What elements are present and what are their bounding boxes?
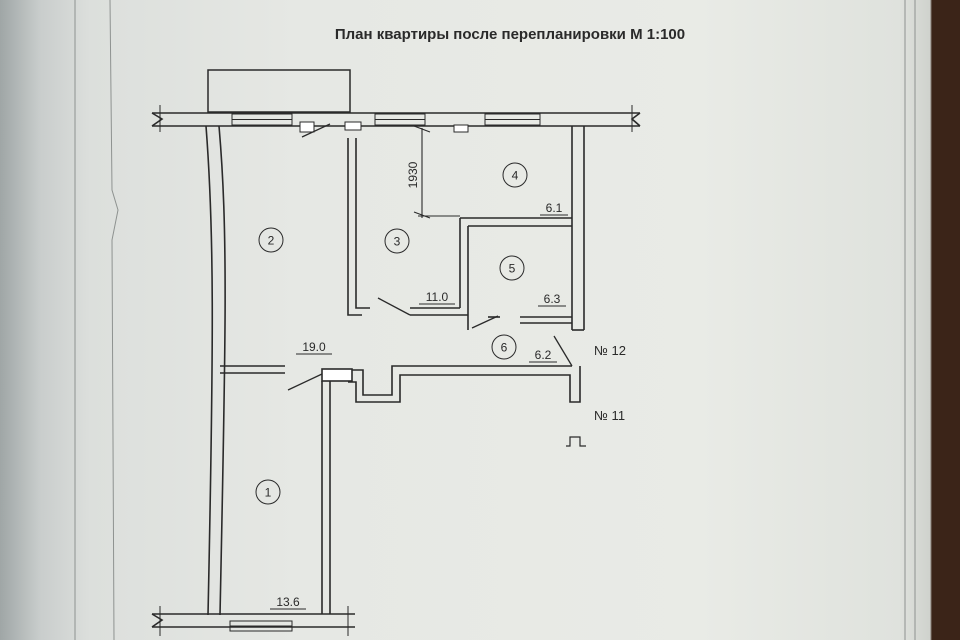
room-3-number: 3 (394, 235, 401, 249)
room-2: 2 (258, 227, 284, 253)
sheet-frame (74, 0, 916, 640)
room-6-number: 6 (501, 341, 508, 355)
room-1: 1 (255, 479, 281, 505)
apartment-11-label: № 11 (594, 408, 625, 423)
room-2-number: 2 (268, 234, 275, 248)
top-exterior-wall (151, 105, 641, 132)
room-5-number: 5 (509, 262, 516, 276)
room-4: 4 (502, 162, 528, 188)
plan-title: План квартиры после перепланировки М 1:1… (335, 26, 685, 43)
bottom-exterior-wall (151, 606, 355, 636)
room-3-area: 11.0 (426, 290, 449, 304)
door-swings (287, 297, 573, 391)
room-5: 5 (499, 255, 525, 281)
balcony (207, 69, 351, 113)
room-6-area: 6.2 (535, 348, 552, 362)
top-windows (231, 113, 541, 133)
balcony-door-swing (301, 123, 331, 138)
dimension-1930 (413, 125, 460, 219)
room-3: 3 (384, 228, 410, 254)
room-4-number: 4 (512, 169, 519, 183)
apartment-12-label: № 12 (594, 343, 626, 358)
room-1-area: 13.6 (276, 595, 300, 609)
room-1-number: 1 (265, 486, 272, 500)
area-labels: 13.6 19.0 11.0 6.1 6.3 6.2 (270, 201, 568, 610)
room-6: 6 (491, 334, 517, 360)
room-5-area: 6.3 (544, 292, 561, 306)
left-exterior-wall (205, 125, 226, 616)
room-2-area: 19.0 (302, 340, 326, 354)
neighbor-marker (566, 436, 586, 447)
interior-walls (220, 126, 585, 614)
dimension-label: 1930 (406, 161, 420, 188)
room-4-area: 6.1 (546, 201, 563, 215)
